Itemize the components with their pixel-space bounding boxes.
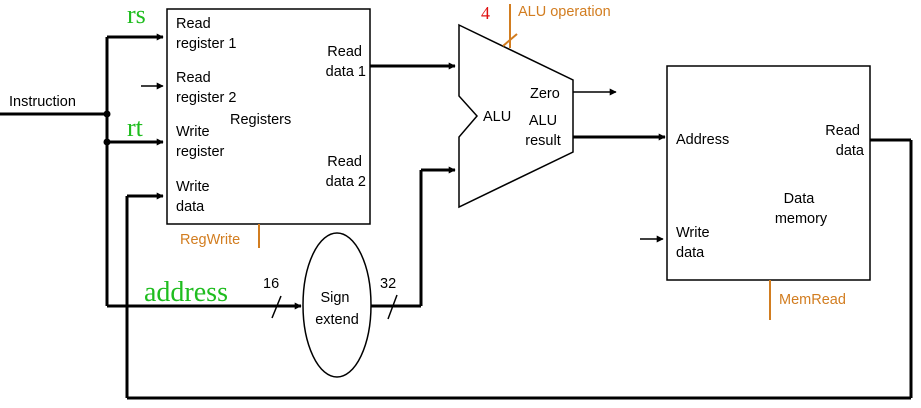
memory-address-label: Address xyxy=(676,132,729,148)
sign-extend-label: Sign extend xyxy=(315,290,359,328)
write-register-label: Write register xyxy=(176,124,225,160)
memory-read-data-label: Read data xyxy=(825,123,865,159)
memory-write-data-label: Write data xyxy=(676,225,714,261)
memread-control-label: MemRead xyxy=(779,292,846,308)
data-memory: Address Read data Data memory Write data… xyxy=(640,65,871,320)
alu-result-label: ALU result xyxy=(525,113,561,149)
instruction-label: Instruction xyxy=(9,94,76,110)
register-write-data-label: Write data xyxy=(176,179,214,215)
sign-extend-unit: Sign extend 16 32 xyxy=(263,166,456,378)
read-register-2-label: Read register 2 xyxy=(176,70,236,106)
alu-operation-label: ALU operation xyxy=(518,4,611,20)
alu-label: ALU xyxy=(483,109,511,125)
address-field-label: address xyxy=(144,277,228,308)
writeback-wire xyxy=(125,138,913,400)
read-data-1-label: Read data 1 xyxy=(326,44,366,80)
sign-extend-input-width: 16 xyxy=(263,276,279,292)
rs-field-label: rs xyxy=(127,0,146,29)
data-memory-name-label: Data memory xyxy=(775,191,828,227)
alu-unit: ALU Zero ALU result 4 ALU operation xyxy=(458,3,617,209)
rt-field-label: rt xyxy=(127,113,144,142)
read-register-1-label: Read register 1 xyxy=(176,16,236,52)
regwrite-control-label: RegWrite xyxy=(180,232,240,248)
register-file-box xyxy=(166,8,371,225)
sign-extend-output-width: 32 xyxy=(380,276,396,292)
data-memory-box xyxy=(666,65,871,281)
read-data-2-label: Read data 2 xyxy=(326,154,366,190)
register-file: Read register 1 Read register 2 Write re… xyxy=(166,8,371,248)
instruction-wires xyxy=(0,33,302,310)
alu-op-bit-width: 4 xyxy=(481,3,490,23)
registers-name-label: Registers xyxy=(230,112,291,128)
alu-zero-label: Zero xyxy=(530,86,560,102)
